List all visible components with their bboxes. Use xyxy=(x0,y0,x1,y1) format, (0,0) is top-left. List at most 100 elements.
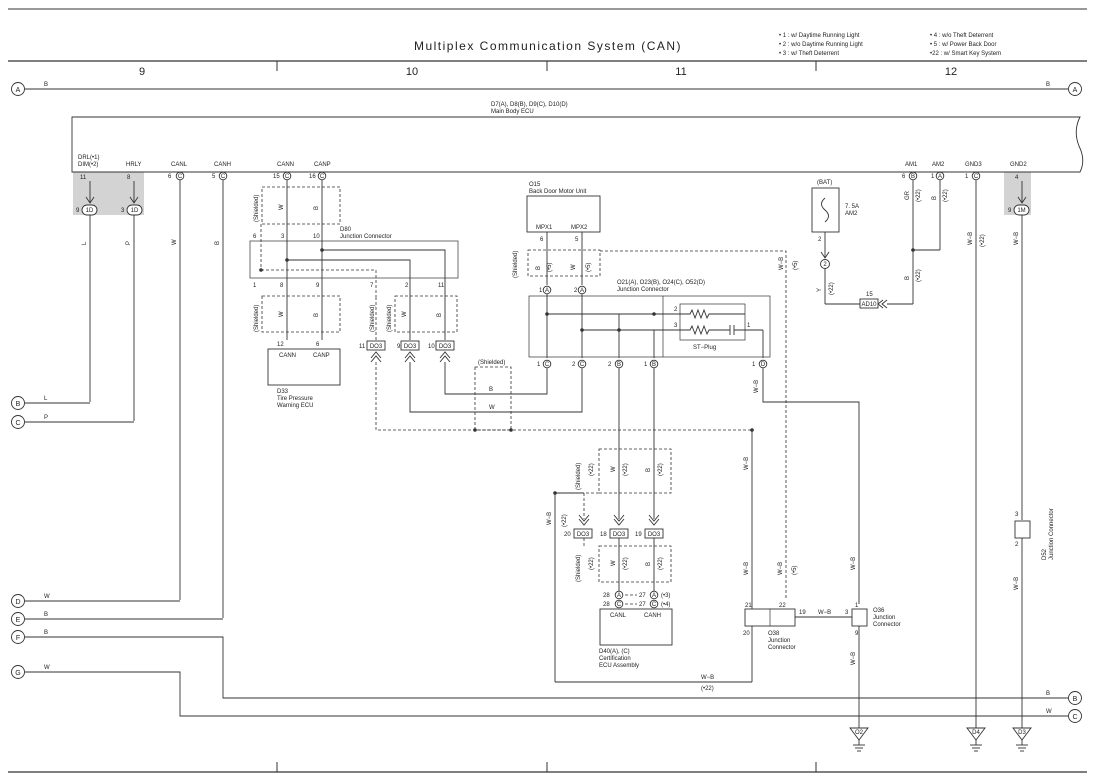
wire-b-lower-bottom: B xyxy=(646,562,652,566)
st-plug-label: ST−Plug xyxy=(693,345,716,351)
do3-pin-18: 18 xyxy=(600,532,607,538)
o38-name-1: Junction xyxy=(768,638,790,644)
pin-hrly-num: 8 xyxy=(127,175,131,181)
do3-conn-c: DO3 xyxy=(439,344,452,350)
left-connectors: B L C P D W E B F B G W xyxy=(11,396,1068,717)
wire-b-mid: B xyxy=(489,387,493,393)
fuse-rating: 7. 5A xyxy=(845,204,859,210)
ground-d4: D4 xyxy=(972,730,980,736)
wire-b-o15: B xyxy=(536,266,542,270)
o21-plug-d-1: D xyxy=(761,362,766,368)
pin-hrly-sub: 3 xyxy=(121,208,125,214)
d40-pin-27-c: 27 xyxy=(639,602,646,608)
pin-canp-num: 16 xyxy=(309,174,316,180)
d40-plug-c-2: C xyxy=(652,602,657,608)
wire-wb-lower-5: W−B xyxy=(778,562,784,575)
do3-pin-11: 11 xyxy=(359,344,366,350)
connector-c: C xyxy=(15,420,20,427)
pin-canh-num: 5 xyxy=(212,174,216,180)
note-5: • 5 : w/ Power Back Door xyxy=(930,42,996,48)
d40-pin-28-a: 28 xyxy=(603,593,610,599)
grid-columns: 9 10 11 12 xyxy=(139,66,957,78)
o15-back-door-motor-unit: O15 Back Door Motor Unit MPX1 MPX2 6 5 (… xyxy=(513,182,799,600)
d52-ref: D52 xyxy=(1042,548,1048,560)
d40-pin-27-a: 27 xyxy=(639,593,646,599)
shielded-label-d80-top: (Shielded) xyxy=(254,195,260,222)
grid-col-9: 9 xyxy=(139,66,145,78)
pin-gnd2-num: 4 xyxy=(1015,175,1019,181)
bat-fuse-am2: (BAT) 7. 5A AM2 2 2 Y (•22) AD10 15 GR (… xyxy=(811,180,949,309)
bat-label: (BAT) xyxy=(817,180,832,186)
wire-gr-am1: GR xyxy=(905,190,911,200)
o21-pin-1-bottom: 1 xyxy=(537,362,541,368)
o21-plug-b-1: B xyxy=(652,362,656,368)
d52-pin-3: 3 xyxy=(1015,512,1019,518)
wire-color-w-g: W xyxy=(44,665,50,671)
wire-b-d33: B xyxy=(314,313,320,317)
pin-drl-sub: 9 xyxy=(76,208,80,214)
d80-pin-9: 9 xyxy=(316,283,320,289)
d33-pin-cann: 12 xyxy=(277,342,284,348)
d52-junction-connector: 3 2 D52 Junction Connector W−B xyxy=(1014,508,1055,728)
wire-wb-bottom: W−B xyxy=(701,675,714,681)
wire-w-mid: W xyxy=(489,405,495,411)
ad10-conn: AD10 xyxy=(861,302,877,308)
d80-pin-3: 3 xyxy=(281,234,285,240)
note-1: • 1 : w/ Daytime Running Light xyxy=(779,33,860,39)
plug-c-canp: C xyxy=(320,174,325,180)
wire-color-b-a-right: B xyxy=(1046,82,1050,88)
d52-pin-2: 2 xyxy=(1015,542,1019,548)
o21-name: Junction Connector xyxy=(617,287,669,293)
cond-22-lower-top-w: (•22) xyxy=(623,463,629,476)
right-ecu-pins: 6 B 1 A 1 C W−B (•22) 4 1M 9 W−B xyxy=(902,171,1030,728)
d40-name-2: ECU Assembly xyxy=(599,663,639,669)
st-pin-3: 3 xyxy=(674,323,678,329)
right-connectors: B B C W xyxy=(1046,691,1082,723)
o36-ref: O36 xyxy=(873,608,885,614)
wire-w-d33: W xyxy=(279,311,285,317)
d80-ref: D80 xyxy=(340,227,352,233)
wire-wb-o36-bottom: W−B xyxy=(851,652,857,665)
pin-canh-label: CANH xyxy=(214,162,231,168)
o21-plug-c-2: C xyxy=(580,362,585,368)
shielded-label-d33: (Shielded) xyxy=(254,305,260,332)
wire-wb-d52-lower: W−B xyxy=(1014,577,1020,590)
d33-tire-pressure-ecu: 12 6 CANN CANP D33 Tire Pressure Warning… xyxy=(267,342,341,409)
o21-plug-b-2: B xyxy=(617,362,621,368)
bat-splice-2: 2 xyxy=(823,262,827,268)
plug-c-canh: C xyxy=(221,174,226,180)
d33-cann: CANN xyxy=(279,353,296,359)
connector-d: D xyxy=(15,599,20,606)
o36-pin-1: 1 xyxy=(855,603,859,609)
note-6: •22 : w/ Smart Key System xyxy=(930,51,1001,57)
d40-pin-28-c: 28 xyxy=(603,602,610,608)
shielded-label-do3-b: (Shielded) xyxy=(387,305,393,332)
o21-pin-2-bottom: 2 xyxy=(572,362,576,368)
pin-gnd2-label: GND2 xyxy=(1010,162,1027,168)
do3-conn-a: DO3 xyxy=(370,344,383,350)
shielded-label-do3-a: (Shielded) xyxy=(370,305,376,332)
pin-am1-label: AM1 xyxy=(905,162,918,168)
cond-22-am1: (•22) xyxy=(916,189,922,202)
ad10-pin-15: 15 xyxy=(866,292,873,298)
d40-plug-c-1: C xyxy=(617,602,622,608)
connector-b: B xyxy=(16,401,21,408)
o36-pin-3: 3 xyxy=(845,610,849,616)
do3-conn-b: DO3 xyxy=(404,344,417,350)
d40-plug-a-1: A xyxy=(617,593,621,599)
o21-plug-a-1: A xyxy=(545,288,549,294)
cond-3-d40: (•3) xyxy=(661,593,670,599)
grid-col-10: 10 xyxy=(406,66,418,78)
main-ecu-ref: D7(A), D8(B), D9(C), D10(D) xyxy=(491,102,568,108)
wire-wb-o36-top: W−B xyxy=(851,557,857,570)
pin-canp-label: CANP xyxy=(314,162,331,168)
fuse-name: AM2 xyxy=(845,211,858,217)
pin-gnd2-sub: 9 xyxy=(1008,208,1012,214)
do3-conn-18: DO3 xyxy=(613,532,626,538)
cond-22-lower-bottom-b: (•22) xyxy=(658,557,664,570)
o15-ref: O15 xyxy=(529,182,541,188)
do3-conn-20: DO3 xyxy=(577,532,590,538)
note-2: • 2 : w/o Daytime Running Light xyxy=(779,42,863,48)
do3-pin-10: 10 xyxy=(428,344,435,350)
